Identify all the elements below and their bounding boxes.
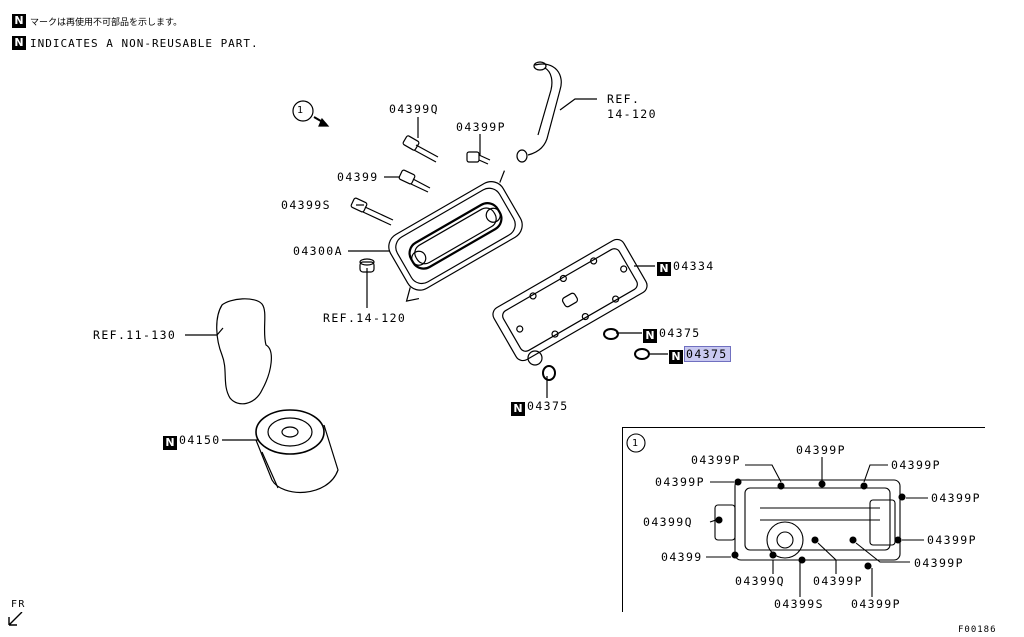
part-number: 04375	[527, 399, 569, 413]
bolt-04399	[398, 169, 431, 193]
detail-callout-number: 1	[632, 438, 640, 449]
bolt-04399q	[402, 135, 439, 163]
detail-view	[626, 433, 928, 598]
label-ref-14-120-line1[interactable]: REF.	[606, 92, 642, 106]
oil-cooler-assembly	[388, 170, 523, 302]
fitting	[359, 258, 375, 273]
label-04399p[interactable]: 04399P	[455, 120, 507, 134]
non-reusable-badge: N	[669, 350, 683, 364]
figure-code: F00186	[958, 625, 997, 635]
gasket-04334	[492, 238, 648, 362]
legend-jp-text: マークは再使用不可部品を示します。	[30, 17, 183, 28]
detail-label[interactable]: 04399Q	[642, 515, 694, 529]
label-04300a[interactable]: 04300A	[292, 244, 344, 258]
detail-label[interactable]: 04399P	[690, 453, 742, 467]
non-reusable-badge: N	[511, 402, 525, 416]
non-reusable-badge: N	[163, 436, 177, 450]
detail-label[interactable]: 04399P	[930, 491, 982, 505]
legend-en-text: INDICATES A NON-REUSABLE PART.	[30, 36, 259, 50]
detail-label[interactable]: 04399P	[812, 574, 864, 588]
label-ref-11-130[interactable]: REF.11-130	[92, 328, 178, 342]
detail-label[interactable]: 04399P	[926, 533, 978, 547]
detail-label[interactable]: 04399S	[773, 597, 825, 611]
detail-label[interactable]: 04399	[660, 550, 704, 564]
non-reusable-badge: N	[12, 14, 26, 28]
part-number: 04334	[673, 259, 715, 273]
detail-label[interactable]: 04399P	[654, 475, 706, 489]
legend-japanese: N マークは再使用不可部品を示します。	[12, 14, 182, 28]
label-04399s[interactable]: 04399S	[280, 198, 332, 212]
non-reusable-badge: N	[643, 329, 657, 343]
water-pipe	[516, 61, 562, 163]
callout-number: 1	[297, 105, 305, 116]
detail-label[interactable]: 04399P	[913, 556, 965, 570]
label-ref-14-120-line2[interactable]: 14-120	[606, 107, 658, 121]
detail-label[interactable]: 04399P	[850, 597, 902, 611]
detail-label[interactable]: 04399Q	[734, 574, 786, 588]
front-direction-label: FR	[10, 598, 27, 612]
part-number: 04375	[684, 346, 731, 362]
detail-frame	[622, 427, 985, 612]
bolt-04399p	[466, 151, 491, 165]
non-reusable-badge: N	[657, 262, 671, 276]
non-reusable-badge: N	[12, 36, 26, 50]
oil-filter	[255, 409, 339, 493]
label-ref-14-120[interactable]: REF.14-120	[322, 311, 408, 325]
part-number: 04150	[179, 433, 221, 447]
callout-circle	[292, 100, 314, 122]
detail-label[interactable]: 04399P	[795, 443, 847, 457]
part-number: 04375	[659, 326, 701, 340]
engine-block-outline	[216, 298, 272, 405]
legend-english: N INDICATES A NON-REUSABLE PART.	[12, 36, 259, 50]
label-04399q[interactable]: 04399Q	[388, 102, 440, 116]
detail-label[interactable]: 04399P	[890, 458, 942, 472]
bolt-04399s	[350, 197, 394, 226]
label-04399[interactable]: 04399	[336, 170, 380, 184]
